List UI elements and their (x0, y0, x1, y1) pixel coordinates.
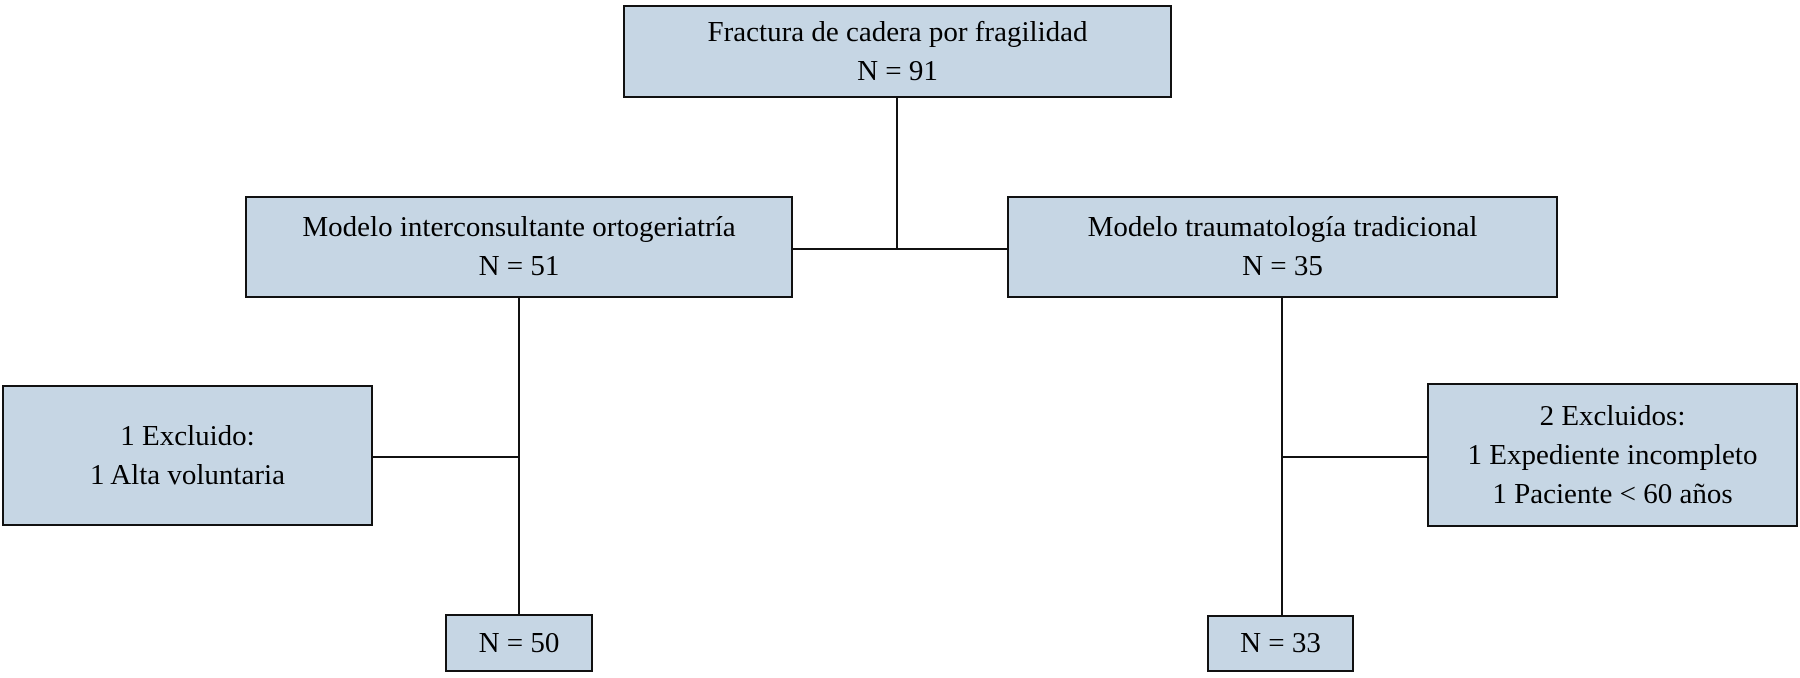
node-trauma-excluded: 2 Excluidos: 1 Expediente incompleto 1 P… (1427, 383, 1798, 527)
node-ortho-model-count: N = 51 (478, 250, 560, 282)
node-total: Fractura de cadera por fragilidad N = 91 (623, 5, 1172, 98)
node-ortho-excluded: 1 Excluido: 1 Alta voluntaria (2, 385, 373, 526)
node-ortho-model-label: Modelo interconsultante ortogeriatría (302, 211, 736, 243)
node-trauma-model-count: N = 35 (1242, 250, 1323, 282)
node-ortho-model: Modelo interconsultante ortogeriatría N … (245, 196, 793, 298)
node-ortho-excluded-title: 1 Excluido: (120, 419, 255, 452)
node-trauma-final: N = 33 (1207, 615, 1354, 672)
connector-ortho-exclusion (372, 456, 519, 458)
node-trauma-excluded-reason-2: 1 Paciente < 60 años (1492, 477, 1733, 510)
node-ortho-excluded-reason: 1 Alta voluntaria (90, 458, 285, 491)
node-total-label: Fractura de cadera por fragilidad (707, 15, 1088, 48)
node-ortho-final-count: N = 50 (478, 626, 560, 659)
connector-trauma-exclusion (1282, 456, 1428, 458)
node-trauma-excluded-reason-1: 1 Expediente incompleto (1467, 438, 1758, 471)
connector-total-down (896, 97, 898, 250)
node-trauma-final-count: N = 33 (1240, 627, 1321, 659)
node-trauma-model-label: Modelo traumatología tradicional (1087, 211, 1478, 243)
node-total-count: N = 91 (857, 54, 938, 87)
connector-branch-horizontal (792, 248, 1008, 250)
node-ortho-final: N = 50 (445, 614, 593, 672)
node-trauma-excluded-title: 2 Excluidos: (1539, 399, 1686, 432)
node-trauma-model: Modelo traumatología tradicional N = 35 (1007, 196, 1558, 298)
connector-ortho-down (518, 297, 520, 615)
